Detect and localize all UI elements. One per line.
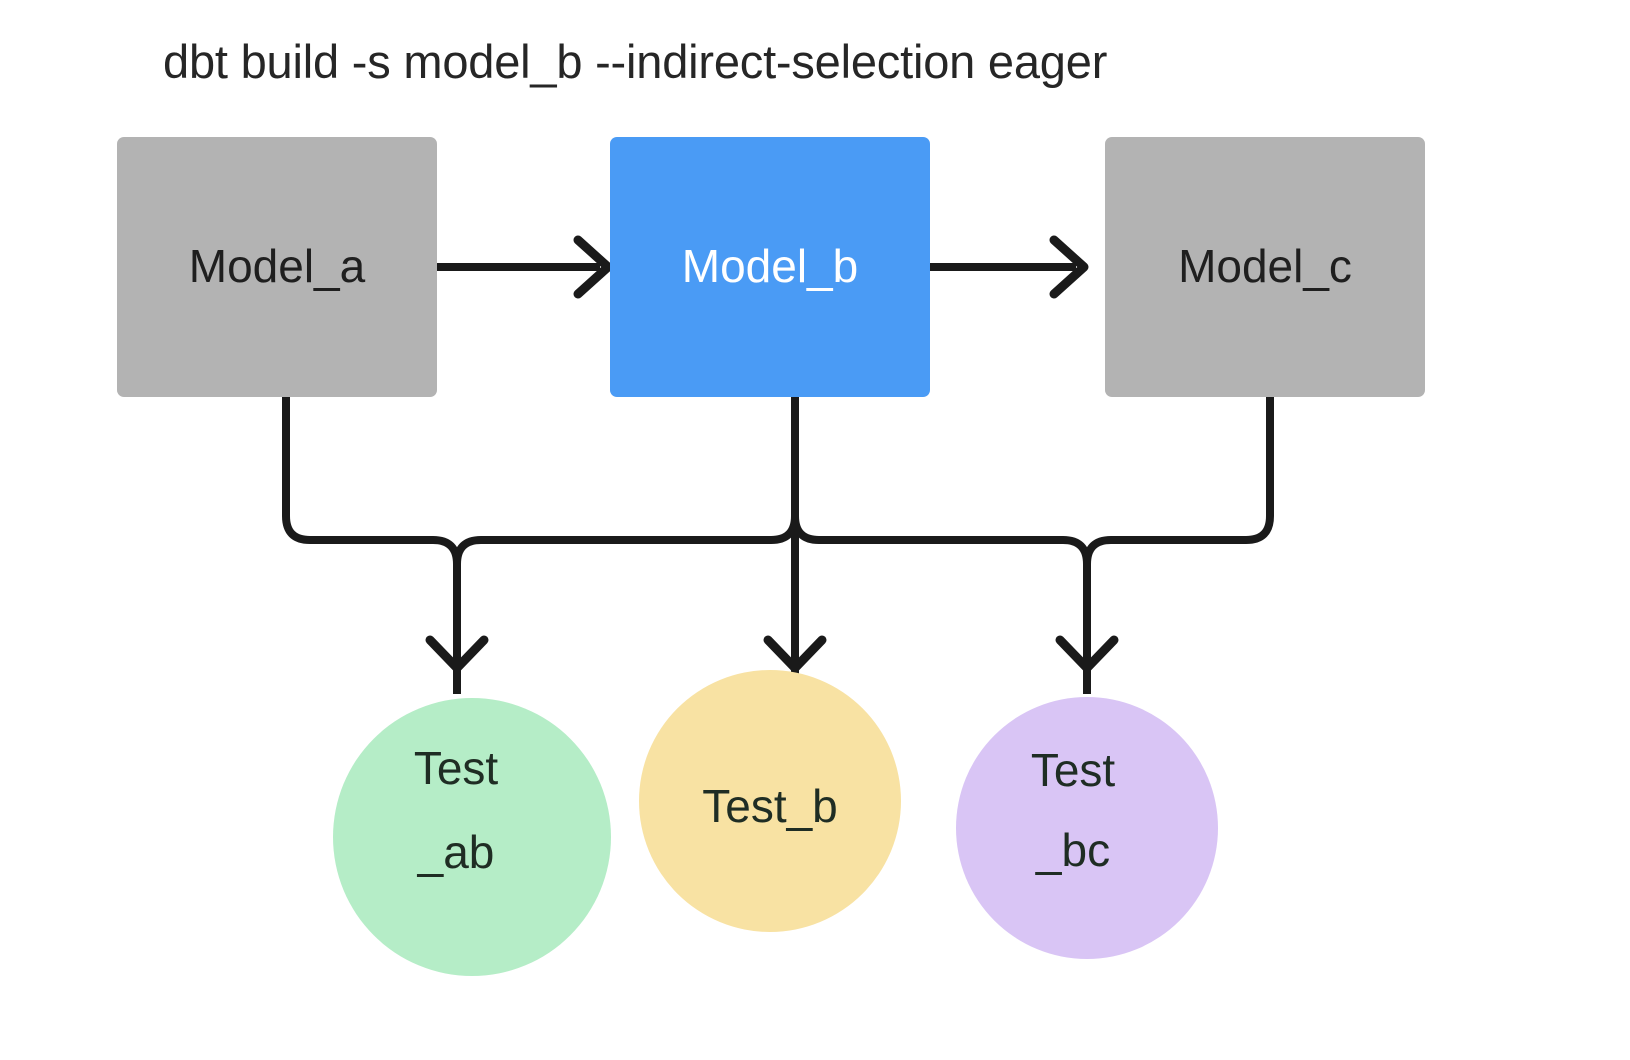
arrow-into-test-bc [1055,560,1119,694]
edge-model-b-to-test-bc [791,393,1091,568]
diagram-title: dbt build -s model_b --indirect-selectio… [163,35,1107,88]
edge-model-c-to-test-bc [1083,393,1274,666]
test-bc-label-line1: Test [1031,744,1116,796]
edge-model-a-to-test-ab [282,393,461,666]
edge-model-a-to-model-b [437,235,613,299]
node-test-bc[interactable]: Test _bc [956,697,1218,959]
edge-model-b-to-model-c [930,235,1089,299]
test-bc-label-line2: _bc [1035,824,1110,876]
node-model-c[interactable]: Model_c [1105,137,1425,397]
model-a-box[interactable] [117,137,437,397]
model-b-label: Model_b [682,240,858,292]
node-test-ab[interactable]: Test _ab [333,698,611,976]
model-c-label: Model_c [1178,240,1352,292]
arrow-into-test-b [763,560,827,694]
model-c-box[interactable] [1105,137,1425,397]
arrow-into-test-ab [425,560,489,694]
model-b-box[interactable] [610,137,930,397]
test-b-label-line1: Test_b [702,780,838,832]
test-bc-circle[interactable] [956,697,1218,959]
model-a-label: Model_a [189,240,366,292]
node-model-b[interactable]: Model_b [610,137,930,397]
test-ab-label-line2: _ab [417,826,495,878]
test-ab-circle[interactable] [333,698,611,976]
node-model-a[interactable]: Model_a [117,137,437,397]
node-test-b[interactable]: Test_b [639,670,901,932]
test-b-circle[interactable] [639,670,901,932]
test-ab-label-line1: Test [414,742,499,794]
edge-model-b-to-test-ab [453,393,799,568]
